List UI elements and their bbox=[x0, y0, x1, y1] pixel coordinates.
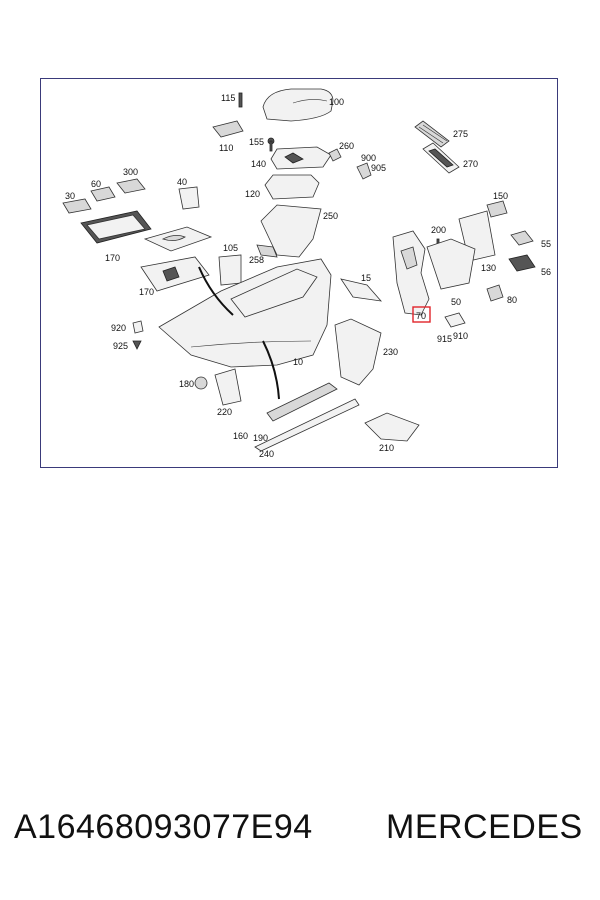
latch-110-part bbox=[212, 120, 244, 138]
callout-10: 10 bbox=[293, 357, 303, 367]
mat-300-part bbox=[116, 178, 146, 194]
callout-115: 115 bbox=[221, 93, 235, 103]
highlight-box-70 bbox=[412, 306, 431, 323]
callout-210: 210 bbox=[379, 443, 394, 453]
callout-40: 40 bbox=[177, 177, 187, 187]
trim-160-part bbox=[266, 382, 338, 422]
callout-130: 130 bbox=[481, 263, 496, 273]
callout-55: 55 bbox=[541, 239, 551, 249]
callout-260: 260 bbox=[339, 141, 354, 151]
connector-80-part bbox=[486, 284, 504, 302]
storage-box-250-part bbox=[260, 204, 322, 258]
clip-910-part bbox=[444, 312, 466, 328]
callout-300: 300 bbox=[123, 167, 138, 177]
armrest-lid-part bbox=[262, 88, 334, 122]
rail-240-part bbox=[254, 398, 360, 452]
callout-258: 258 bbox=[249, 255, 264, 265]
callout-910: 910 bbox=[453, 331, 468, 341]
clip-925-part bbox=[132, 340, 142, 350]
bracket-220-part bbox=[214, 368, 242, 406]
cover-120-part bbox=[264, 174, 320, 200]
callout-60: 60 bbox=[91, 179, 101, 189]
callout-190: 190 bbox=[253, 433, 268, 443]
screw-115-part bbox=[238, 92, 243, 108]
assembly-arrow-right bbox=[262, 340, 280, 400]
callout-80: 80 bbox=[507, 295, 517, 305]
grommet-180-part bbox=[194, 376, 208, 390]
callout-250: 250 bbox=[323, 211, 338, 221]
callout-155: 155 bbox=[249, 137, 264, 147]
clip-920-part bbox=[132, 320, 144, 334]
callout-150: 150 bbox=[493, 191, 508, 201]
side-panel-70-part bbox=[392, 230, 430, 316]
part-150 bbox=[486, 200, 508, 218]
callout-240: 240 bbox=[259, 449, 274, 459]
callout-270: 270 bbox=[463, 159, 478, 169]
clip-260-part bbox=[328, 148, 342, 162]
callout-100: 100 bbox=[329, 97, 344, 107]
callout-230: 230 bbox=[383, 347, 398, 357]
part-900-905 bbox=[356, 162, 372, 180]
callout-50: 50 bbox=[451, 297, 461, 307]
bracket-210-part bbox=[364, 412, 420, 442]
callout-70-highlighted: 70 bbox=[416, 311, 426, 321]
panel-105-part bbox=[218, 254, 242, 286]
switch-56-part bbox=[508, 254, 536, 272]
callout-180: 180 bbox=[179, 379, 194, 389]
assembly-arrow-left bbox=[198, 266, 234, 316]
callout-110: 110 bbox=[219, 143, 233, 153]
mat-30-part bbox=[62, 198, 92, 214]
housing-50-part bbox=[426, 238, 476, 290]
callout-915: 915 bbox=[437, 334, 452, 344]
callout-30: 30 bbox=[65, 191, 75, 201]
callout-220: 220 bbox=[217, 407, 232, 417]
callout-120: 120 bbox=[245, 189, 260, 199]
caption-bar: A16468093077E94 MERCEDES bbox=[0, 808, 600, 858]
brand-text: MERCEDES bbox=[386, 808, 583, 846]
vent-275-part bbox=[414, 120, 450, 148]
callout-170-top: 170 bbox=[105, 253, 120, 263]
callout-905: 905 bbox=[371, 163, 386, 173]
callout-920: 920 bbox=[111, 323, 126, 333]
parts-diagram-frame: 115 100 155 110 275 260 140 900 905 270 … bbox=[40, 78, 558, 468]
bracket-40-part bbox=[178, 186, 200, 210]
switch-55-part bbox=[510, 230, 534, 246]
exploded-parts-diagram: 115 100 155 110 275 260 140 900 905 270 … bbox=[62, 88, 551, 459]
callout-200: 200 bbox=[431, 225, 446, 235]
callout-15: 15 bbox=[361, 273, 371, 283]
part-number-text: A16468093077E94 bbox=[14, 808, 313, 846]
callout-900: 900 bbox=[361, 153, 376, 163]
callout-160: 160 bbox=[233, 431, 248, 441]
callout-105: 105 bbox=[223, 243, 238, 253]
callout-925: 925 bbox=[113, 341, 128, 351]
support-230-part bbox=[334, 318, 382, 386]
callout-170-lower: 170 bbox=[139, 287, 154, 297]
callout-140: 140 bbox=[251, 159, 266, 169]
bracket-15-part bbox=[340, 278, 383, 302]
callout-56: 56 bbox=[541, 267, 551, 277]
callout-275: 275 bbox=[453, 129, 468, 139]
mat-60-part bbox=[90, 186, 116, 202]
strip-258-part bbox=[256, 244, 278, 258]
